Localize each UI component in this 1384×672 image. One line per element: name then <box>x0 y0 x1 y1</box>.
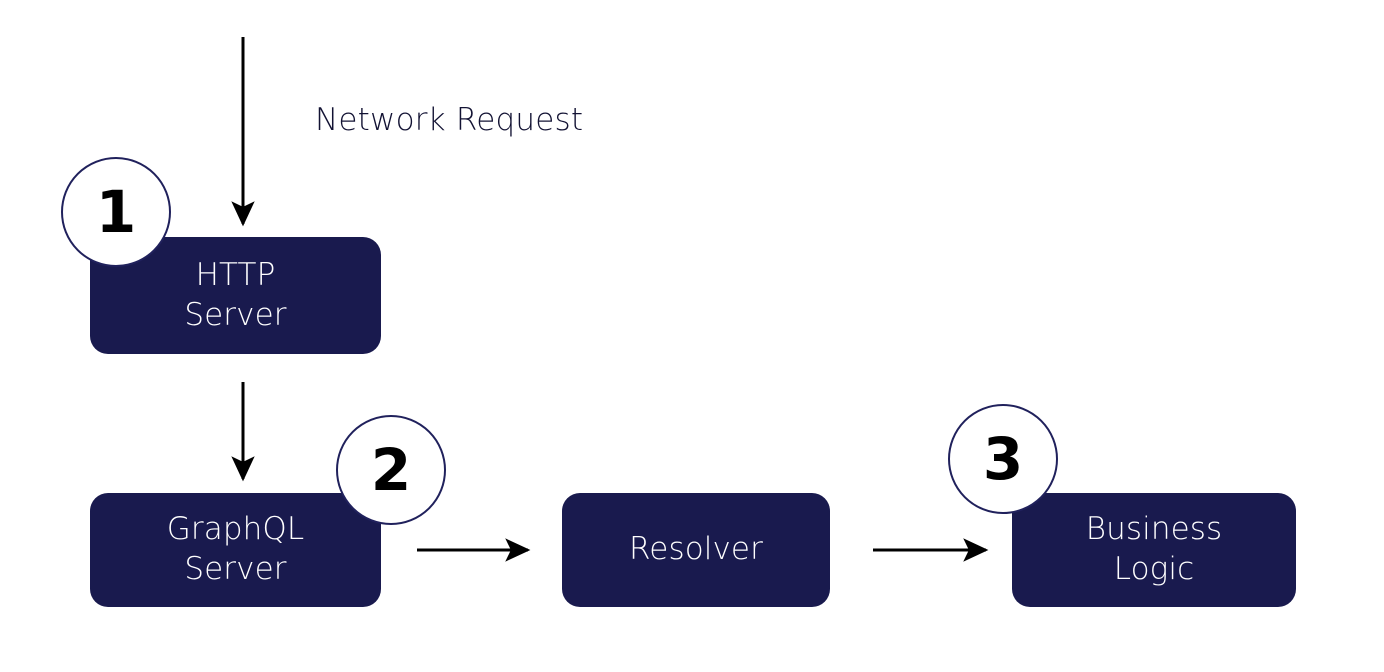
node-resolver[interactable]: Resolver <box>562 493 830 607</box>
network-request-label: Network Request <box>315 102 584 138</box>
node-business-logic[interactable]: Business Logic <box>1012 493 1296 607</box>
step-badge-1: 1 <box>61 157 171 267</box>
step-badge-3: 3 <box>948 404 1058 514</box>
step-badge-2: 2 <box>336 415 446 525</box>
node-graphql-server[interactable]: GraphQL Server <box>90 493 381 607</box>
